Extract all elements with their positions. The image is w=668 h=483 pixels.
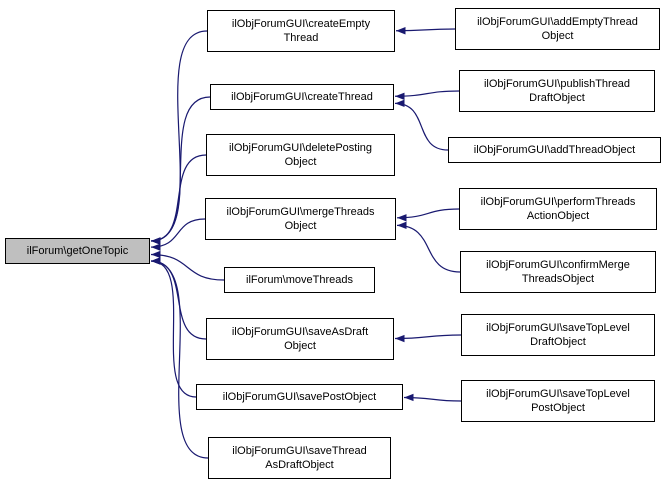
node-saveThreadAsDraftObject[interactable]: ilObjForumGUI\saveThread AsDraftObject <box>208 437 391 479</box>
call-edge-publishThreadDraftObject-to-createThread <box>394 90 460 100</box>
node-saveTopLevelDraftObject[interactable]: ilObjForumGUI\saveTopLevel DraftObject <box>461 314 655 356</box>
call-edge-confirmMergeThreadsObject-to-mergeThreadsObject <box>396 221 461 273</box>
node-addEmptyThreadObject[interactable]: ilObjForumGUI\addEmptyThread Object <box>455 8 660 50</box>
node-saveAsDraftObject[interactable]: ilObjForumGUI\saveAsDraft Object <box>206 318 394 360</box>
call-edge-moveThreads-to-getOneTopic <box>150 250 225 281</box>
call-edge-createThread-to-getOneTopic <box>150 96 211 245</box>
node-performThreadsActionObject[interactable]: ilObjForumGUI\performThreads ActionObjec… <box>459 188 657 230</box>
call-edge-saveThreadAsDraftObject-to-getOneTopic <box>150 257 209 459</box>
node-confirmMergeThreadsObject[interactable]: ilObjForumGUI\confirmMerge ThreadsObject <box>460 251 656 293</box>
node-moveThreads[interactable]: ilForum\moveThreads <box>224 267 375 293</box>
node-saveTopLevelPostObject[interactable]: ilObjForumGUI\saveTopLevel PostObject <box>461 380 655 422</box>
call-edge-saveAsDraftObject-to-getOneTopic <box>150 257 207 340</box>
call-edge-addThreadObject-to-createThread <box>394 99 449 151</box>
node-publishThreadDraftObject[interactable]: ilObjForumGUI\publishThread DraftObject <box>459 70 655 112</box>
node-mergeThreadsObject[interactable]: ilObjForumGUI\mergeThreads Object <box>205 198 396 240</box>
call-edge-mergeThreadsObject-to-getOneTopic <box>150 218 206 251</box>
call-edge-saveTopLevelDraftObject-to-saveAsDraftObject <box>394 334 462 343</box>
node-createEmptyThread[interactable]: ilObjForumGUI\createEmpty Thread <box>207 10 395 52</box>
call-edge-saveTopLevelPostObject-to-savePostObject <box>403 393 462 402</box>
node-addThreadObject[interactable]: ilObjForumGUI\addThreadObject <box>448 137 661 163</box>
node-getOneTopic: ilForum\getOneTopic <box>5 238 150 264</box>
node-createThread[interactable]: ilObjForumGUI\createThread <box>210 84 394 110</box>
call-edge-createEmptyThread-to-getOneTopic <box>150 30 208 245</box>
call-edge-performThreadsActionObject-to-mergeThreadsObject <box>396 208 460 222</box>
call-edge-addEmptyThreadObject-to-createEmptyThread <box>395 27 456 35</box>
node-savePostObject[interactable]: ilObjForumGUI\savePostObject <box>196 384 403 410</box>
call-edge-deletePostingObject-to-getOneTopic <box>150 154 207 245</box>
node-deletePostingObject[interactable]: ilObjForumGUI\deletePosting Object <box>206 134 395 176</box>
call-edge-savePostObject-to-getOneTopic <box>150 257 197 398</box>
